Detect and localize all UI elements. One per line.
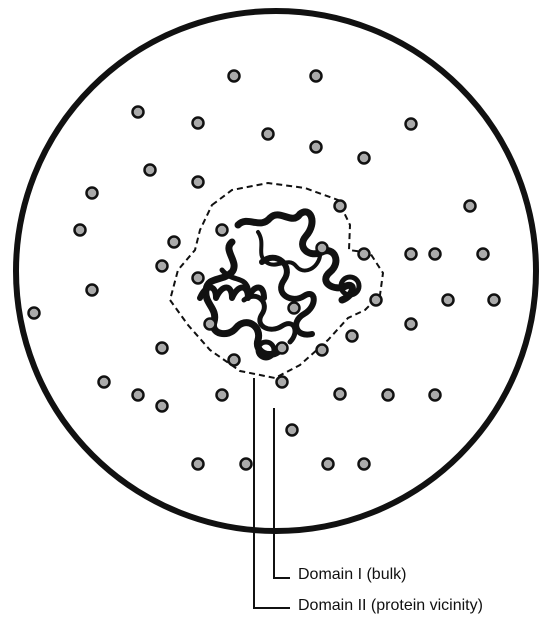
water-molecule — [87, 188, 98, 199]
water-molecule — [347, 331, 358, 342]
water-molecule — [75, 225, 86, 236]
water-molecule — [311, 142, 322, 153]
water-molecule — [406, 249, 417, 260]
water-molecule — [430, 249, 441, 260]
water-molecule — [371, 295, 382, 306]
water-molecule — [478, 249, 489, 260]
domain-2-leader-line — [254, 378, 290, 608]
water-molecule — [443, 295, 454, 306]
water-molecule — [359, 153, 370, 164]
water-molecule — [169, 237, 180, 248]
water-molecule — [193, 177, 204, 188]
water-molecule — [335, 201, 346, 212]
water-molecule — [157, 343, 168, 354]
water-molecule — [193, 273, 204, 284]
water-molecule — [359, 249, 370, 260]
water-molecule — [465, 201, 476, 212]
water-molecule — [430, 390, 441, 401]
water-molecule — [489, 295, 500, 306]
water-molecule — [277, 377, 288, 388]
water-molecule — [289, 303, 300, 314]
domain-1-label: Domain I (bulk) — [298, 566, 406, 584]
water-molecule — [157, 401, 168, 412]
water-molecule — [99, 377, 110, 388]
water-molecule — [229, 355, 240, 366]
water-molecule — [29, 308, 40, 319]
water-molecule — [406, 319, 417, 330]
water-molecule — [193, 459, 204, 470]
water-molecule — [193, 118, 204, 129]
water-molecule — [133, 107, 144, 118]
water-molecule — [229, 71, 240, 82]
water-molecule — [406, 119, 417, 130]
water-molecule — [157, 261, 168, 272]
domain-2-label: Domain II (protein vicinity) — [298, 597, 483, 615]
water-molecule — [335, 389, 346, 400]
water-molecule — [359, 459, 370, 470]
water-molecule — [133, 390, 144, 401]
water-molecule — [383, 390, 394, 401]
water-molecule — [217, 225, 228, 236]
water-molecules — [29, 71, 500, 470]
water-molecule — [277, 343, 288, 354]
water-molecule — [87, 285, 98, 296]
water-molecule — [217, 390, 228, 401]
water-molecule — [263, 129, 274, 140]
bulk-boundary-circle — [16, 11, 536, 531]
water-molecule — [323, 459, 334, 470]
water-molecule — [241, 459, 252, 470]
water-molecule — [287, 425, 298, 436]
water-molecule — [317, 345, 328, 356]
water-molecule — [205, 319, 216, 330]
water-molecule — [145, 165, 156, 176]
water-molecule — [317, 243, 328, 254]
water-molecule — [311, 71, 322, 82]
